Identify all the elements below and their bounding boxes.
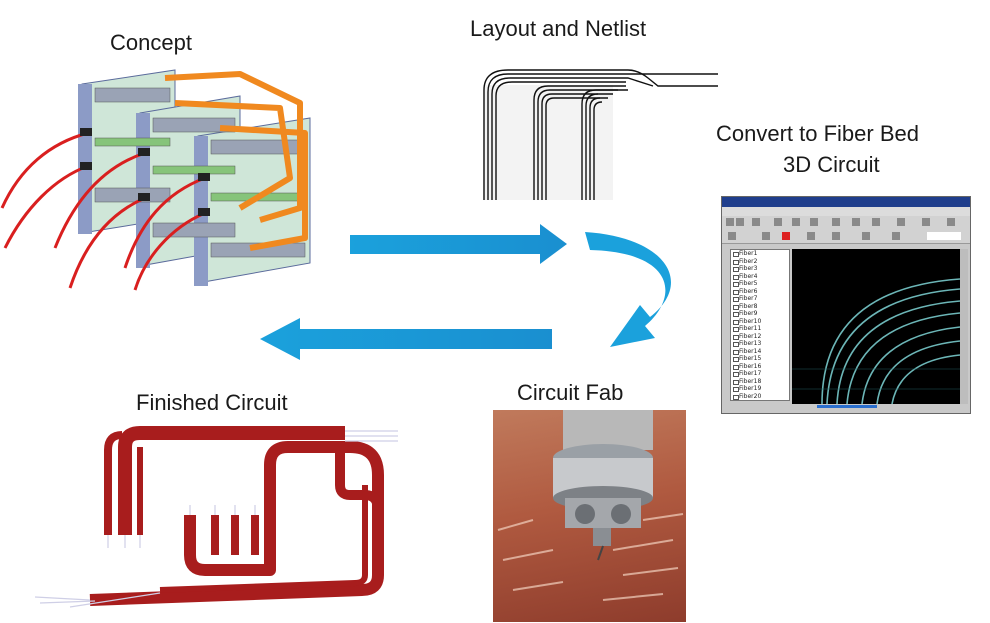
cad-toolbar-1 <box>722 216 970 230</box>
fiber-list-item: Fiber13 <box>731 340 789 348</box>
cad-viewport <box>792 249 960 404</box>
cad-menu-bar <box>722 207 970 216</box>
fiber-list-item: Fiber14 <box>731 348 789 356</box>
fiber-list-item: Fiber11 <box>731 325 789 333</box>
fiber-list-item: Fiber20 <box>731 393 789 401</box>
fiber-list-item: Fiber12 <box>731 333 789 341</box>
concept-illustration <box>0 58 320 293</box>
circuit-fab-photo <box>493 410 686 622</box>
finished-circuit-label: Finished Circuit <box>136 390 288 415</box>
fiber-list-item: Fiber4 <box>731 273 789 281</box>
cad-title-bar <box>722 197 970 207</box>
cad-fiber-list: Fiber1 Fiber2 Fiber3 Fiber4 Fiber5 Fiber… <box>730 249 790 401</box>
fiber-list-item: Fiber7 <box>731 295 789 303</box>
layout-netlist-label: Layout and Netlist <box>470 16 647 41</box>
flow-arrows <box>255 222 695 362</box>
fiber-list-item: Fiber19 <box>731 385 789 393</box>
fiber-list-item: Fiber16 <box>731 363 789 371</box>
finished-circuit-drawing <box>30 425 400 620</box>
fiber-list-item: Fiber17 <box>731 370 789 378</box>
concept-label: Concept <box>110 30 192 55</box>
fiber-list-item: Fiber18 <box>731 378 789 386</box>
cad-status-strip <box>817 405 877 408</box>
cad-scrollbar <box>960 249 968 404</box>
arrow-right <box>350 224 567 264</box>
fiber-cables <box>0 131 206 291</box>
fiber-list-item: Fiber6 <box>731 288 789 296</box>
fiber-list-item: Fiber2 <box>731 258 789 266</box>
arrow-curved <box>585 232 671 347</box>
convert-label-line1: Convert to Fiber Bed <box>716 121 919 146</box>
cad-software-window: Fiber1 Fiber2 Fiber3 Fiber4 Fiber5 Fiber… <box>721 196 971 414</box>
fiber-list-item: Fiber3 <box>731 265 789 273</box>
convert-label-line2: 3D Circuit <box>783 152 880 177</box>
circuit-fab-label: Circuit Fab <box>517 380 624 405</box>
fiber-list-item: Fiber1 <box>731 250 789 258</box>
fiber-list-item: Fiber15 <box>731 355 789 363</box>
fiber-list-item: Fiber5 <box>731 280 789 288</box>
fiber-list-item: Fiber9 <box>731 310 789 318</box>
arrow-left <box>260 318 552 360</box>
fiber-list-item: Fiber8 <box>731 303 789 311</box>
layout-netlist-drawing <box>478 60 723 200</box>
fiber-list-item: Fiber10 <box>731 318 789 326</box>
fab-machine-head <box>553 410 653 561</box>
cad-toolbar-2 <box>722 229 970 244</box>
